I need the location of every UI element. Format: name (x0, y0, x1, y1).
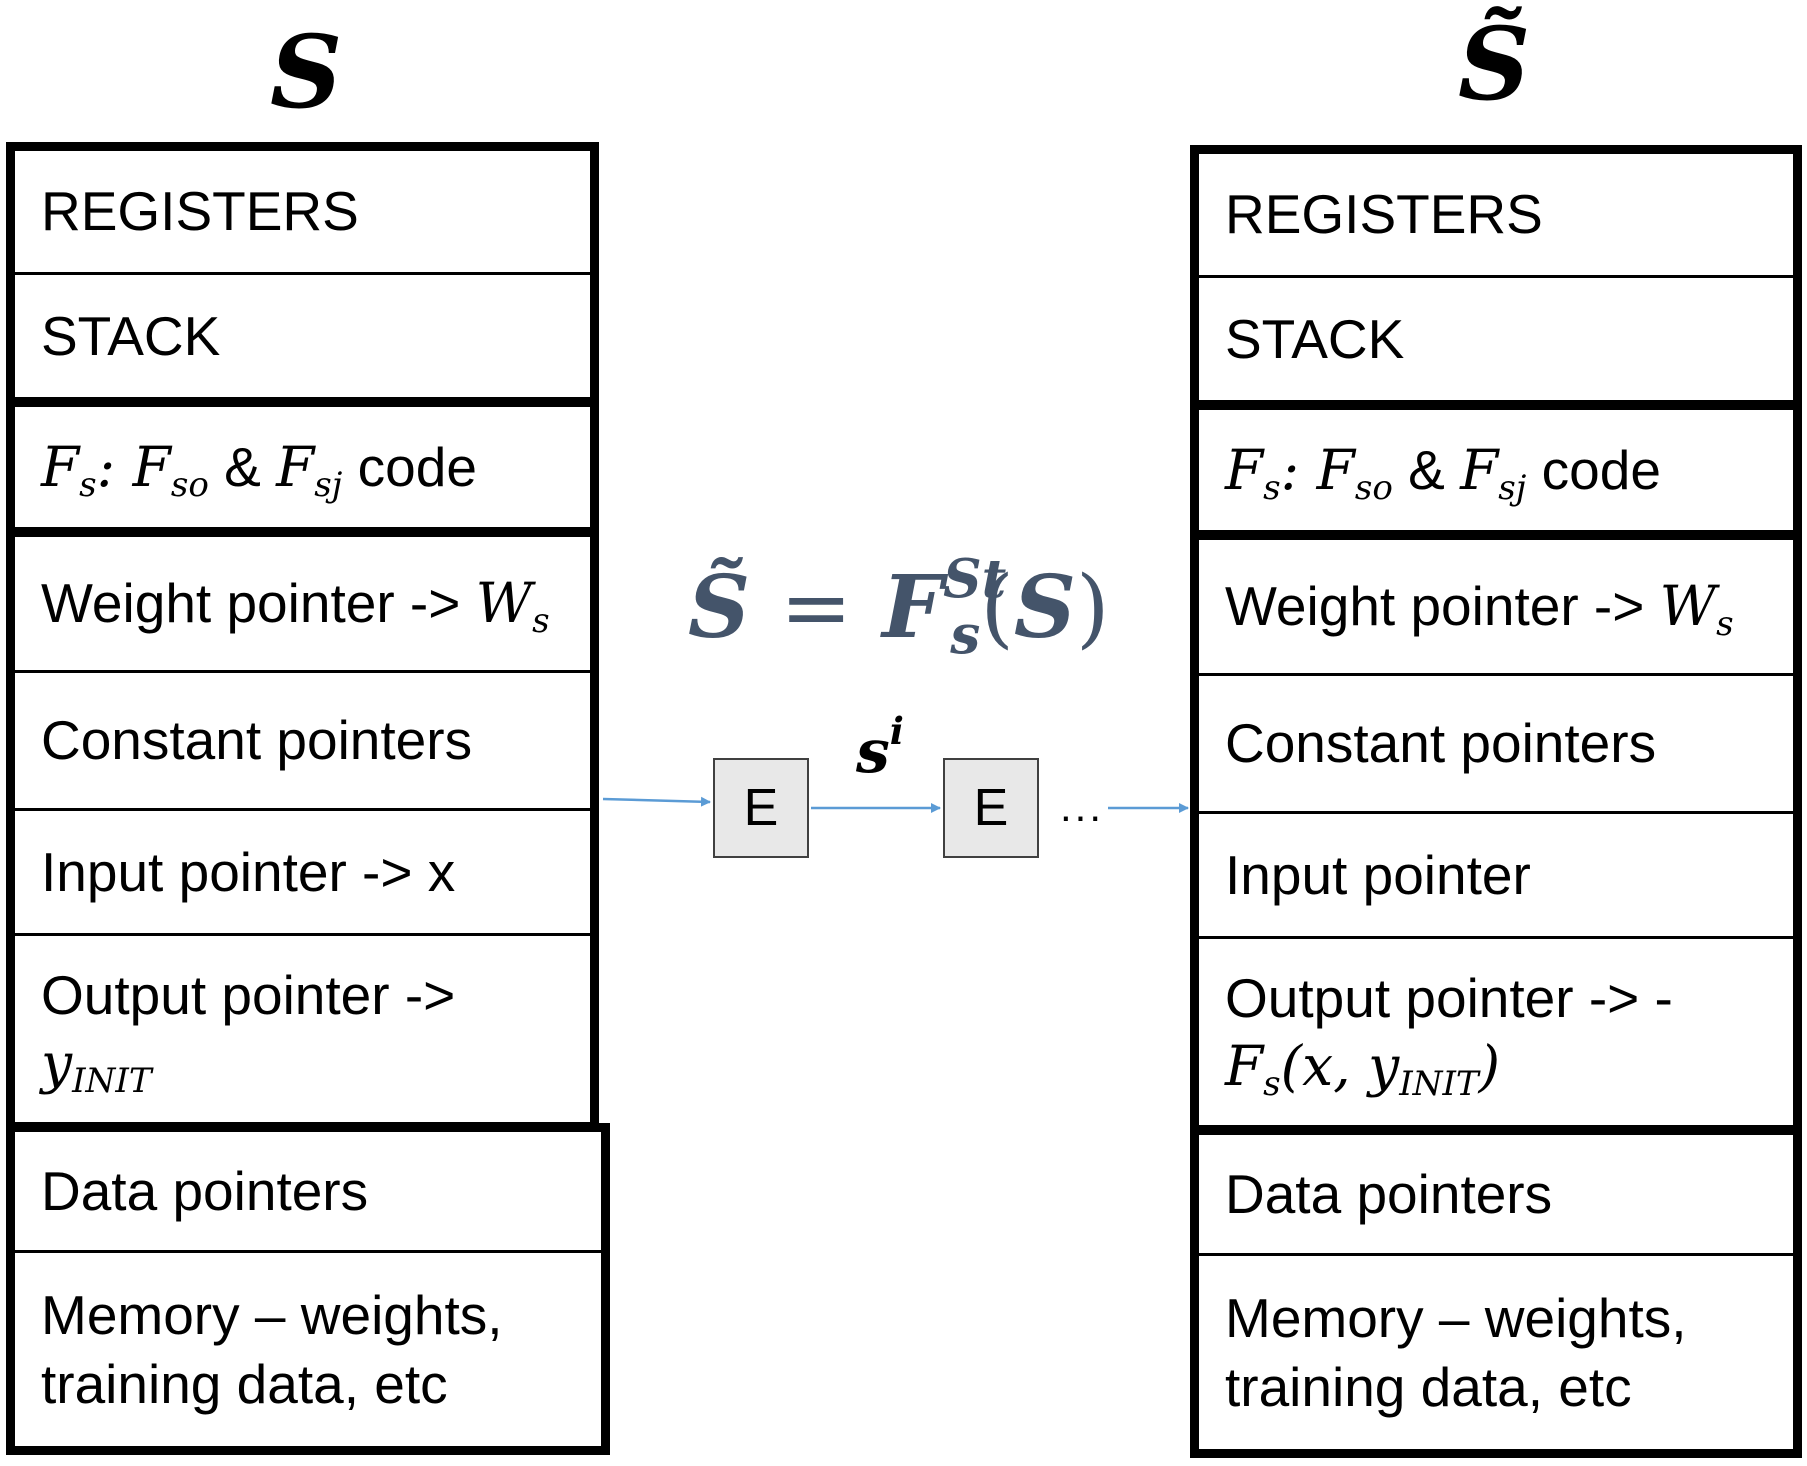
state-label-sup: i (889, 709, 904, 754)
right-code-suffix: code (1541, 438, 1661, 501)
left-data-cell: Data pointers (15, 1132, 601, 1250)
left-registers-cell: REGISTERS (15, 151, 590, 272)
right-group-data: Data pointers Memory – weights,training … (1190, 1126, 1802, 1458)
encoder-box-2-label: E (973, 779, 1009, 837)
right-constant-cell: Constant pointers (1199, 673, 1793, 811)
left-data-label: Data pointers (41, 1159, 369, 1222)
equation-lhs: S̃ (688, 557, 751, 658)
right-data-cell: Data pointers (1199, 1135, 1793, 1253)
left-group-registers-stack: REGISTERS STACK (6, 142, 599, 406)
left-memory-line2: training data, etc (41, 1352, 448, 1415)
right-title: S̃ (1458, 5, 1531, 123)
left-weight-text: Weight pointer -> (41, 572, 461, 635)
right-input-label: Input pointer (1225, 843, 1531, 906)
right-group-pointers: Weight pointer -> Ws Constant pointers I… (1190, 531, 1802, 1134)
left-memory-label: Memory – weights,training data, etc (41, 1281, 503, 1417)
equation-equals: = (780, 558, 853, 658)
left-weight-cell: Weight pointer -> Ws (15, 537, 590, 670)
transform-equation: S̃ = FSts(S) (688, 552, 1110, 661)
encoder-box-1: E (713, 758, 809, 858)
equation-func: FSts (882, 552, 1006, 661)
left-group-code: Fs: Fso & Fsj code (6, 398, 599, 536)
left-title: S (270, 13, 343, 131)
right-data-label: Data pointers (1225, 1162, 1553, 1225)
right-stack-cell: STACK (1199, 275, 1793, 400)
right-weight-text: Weight pointer -> (1225, 575, 1645, 638)
left-registers-label: REGISTERS (41, 180, 359, 243)
left-output-label: Output pointer ->yINIT (41, 963, 456, 1102)
right-output-cell: Output pointer -> -Fs(x, yINIT) (1199, 936, 1793, 1125)
equation-func-sub: s (950, 602, 981, 666)
left-output-text: Output pointer -> (41, 963, 456, 1026)
left-memory-line1: Memory – weights, (41, 1284, 503, 1347)
encoder-box-2: E (943, 758, 1039, 858)
equation-close-paren: ) (1075, 558, 1110, 658)
state-label: si (856, 713, 904, 782)
encoder-box-1-label: E (743, 779, 779, 837)
right-output-label: Output pointer -> -Fs(x, yINIT) (1225, 966, 1673, 1105)
continuation-ellipsis: ... (1060, 783, 1105, 830)
left-memory-cell: Memory – weights,training data, etc (15, 1250, 601, 1446)
right-registers-cell: REGISTERS (1199, 154, 1793, 275)
equation-func-sup: St (943, 547, 1007, 611)
left-weight-label: Weight pointer -> Ws (41, 571, 550, 642)
state-label-letter: s (856, 717, 890, 787)
left-stack-label: STACK (41, 304, 221, 367)
left-output-cell: Output pointer ->yINIT (15, 933, 590, 1122)
left-code-cell: Fs: Fso & Fsj code (15, 407, 590, 527)
left-input-label: Input pointer -> x (41, 840, 456, 903)
right-memory-cell: Memory – weights,training data, etc (1199, 1253, 1793, 1449)
left-group-pointers: Weight pointer -> Ws Constant pointers I… (6, 528, 599, 1131)
arrow-stack-to-e1 (602, 796, 711, 807)
left-stack-cell: STACK (15, 272, 590, 397)
right-group-code: Fs: Fso & Fsj code (1190, 401, 1802, 539)
right-input-cell: Input pointer (1199, 811, 1793, 936)
right-memory-stack: REGISTERS STACK Fs: Fso & Fsj code Weigh… (1190, 145, 1802, 1458)
right-group-registers-stack: REGISTERS STACK (1190, 145, 1802, 409)
left-input-cell: Input pointer -> x (15, 808, 590, 933)
right-memory-line1: Memory – weights, (1225, 1287, 1687, 1350)
equation-func-letter: F (882, 557, 944, 658)
right-stack-label: STACK (1225, 307, 1405, 370)
left-group-data: Data pointers Memory – weights,training … (6, 1123, 610, 1455)
equation-arg: S (1013, 557, 1076, 658)
equation-open-paren: ( (980, 558, 1014, 658)
left-memory-stack: REGISTERS STACK Fs: Fso & Fsj code Weigh… (6, 142, 610, 1455)
left-constant-cell: Constant pointers (15, 670, 590, 808)
right-code-cell: Fs: Fso & Fsj code (1199, 410, 1793, 530)
left-constant-label: Constant pointers (41, 709, 473, 772)
right-code-label: Fs: Fso & Fsj code (1225, 437, 1661, 509)
right-memory-label: Memory – weights,training data, etc (1225, 1284, 1687, 1420)
right-output-text: Output pointer -> - (1225, 966, 1673, 1029)
left-code-label: Fs: Fso & Fsj code (41, 434, 477, 506)
left-code-suffix: code (357, 435, 477, 498)
right-memory-line2: training data, etc (1225, 1355, 1632, 1418)
right-registers-label: REGISTERS (1225, 183, 1543, 246)
right-constant-label: Constant pointers (1225, 712, 1657, 775)
right-weight-label: Weight pointer -> Ws (1225, 574, 1734, 645)
right-weight-cell: Weight pointer -> Ws (1199, 540, 1793, 673)
